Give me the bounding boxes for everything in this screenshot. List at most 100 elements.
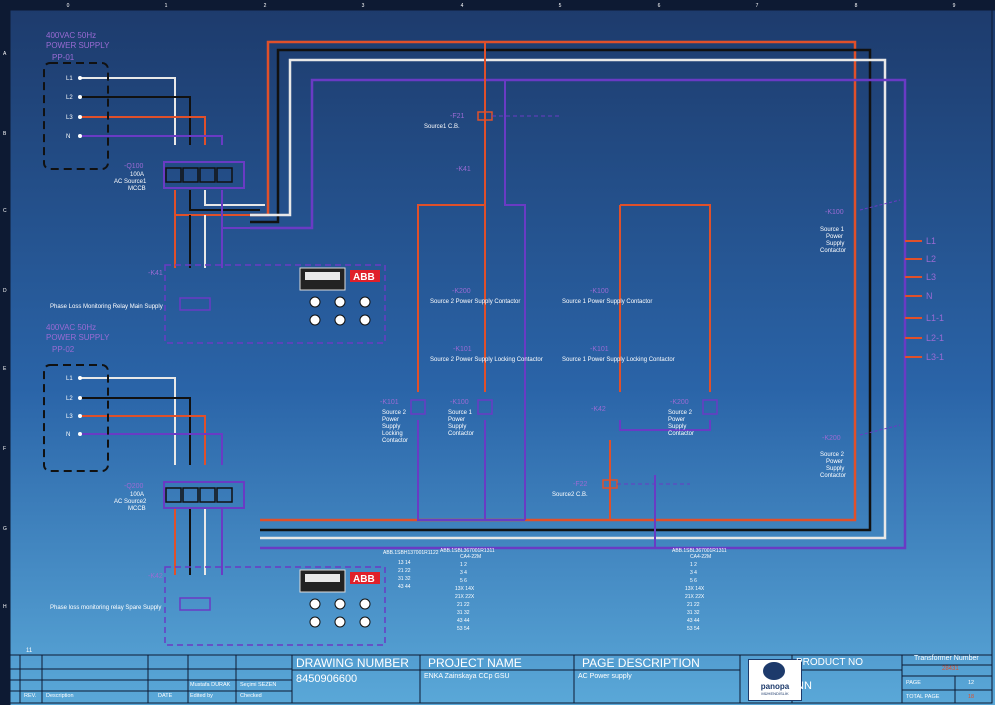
col-3: 3 <box>362 3 365 9</box>
svg-text:21X 22X: 21X 22X <box>455 594 475 600</box>
ct1-head: ABB.1SBH137001R1122 <box>383 550 439 556</box>
f22-desc: Source2 C.B. <box>552 492 588 498</box>
svg-text:3 4: 3 4 <box>460 570 467 576</box>
svg-text:Supply: Supply <box>826 241 844 247</box>
svg-text:Source 2: Source 2 <box>820 452 845 458</box>
supply1-n: N <box>66 134 70 140</box>
description-label: Description <box>46 693 74 699</box>
out-n: N <box>926 291 933 301</box>
svg-text:5 6: 5 6 <box>690 578 697 584</box>
page-label: PAGE <box>906 680 921 686</box>
edited-by-label: Edited by <box>190 693 213 699</box>
ct3-head: ABB.1SBL367001R1311 <box>672 548 727 554</box>
svg-text:1 2: 1 2 <box>690 562 697 568</box>
page-description: AC Power supply <box>578 673 632 680</box>
transformer-number-label: Transformer Number <box>914 655 979 662</box>
svg-text:Supply: Supply <box>382 424 400 430</box>
svg-text:Power: Power <box>382 417 399 423</box>
k41-desc: Phase Loss Monitoring Relay Main Supply <box>50 304 163 310</box>
col-2: 2 <box>264 3 267 9</box>
supply1-title: 400VAC 50Hz <box>46 31 96 40</box>
svg-text:31 32: 31 32 <box>687 610 700 616</box>
supply2-l2: L2 <box>66 396 73 402</box>
contact-table-1: ABB.1SBH137001R1122 13 14 21 22 31 32 43… <box>383 550 439 590</box>
out-l3-1: L3-1 <box>926 352 944 362</box>
supply2-l3: L3 <box>66 414 73 420</box>
q100-desc2: MCCB <box>128 186 146 192</box>
svg-text:Source 1: Source 1 <box>448 410 473 416</box>
k100a-tag: -K100 <box>590 288 609 295</box>
supply2-wires <box>80 377 223 575</box>
svg-text:Contactor: Contactor <box>448 431 474 437</box>
logo-subtext: MÜHENDİSLİK <box>761 691 789 696</box>
out-l2: L2 <box>926 254 936 264</box>
total-page-value: 18 <box>968 694 975 700</box>
col-0: 0 <box>67 3 70 9</box>
contactor-k100: -K100 Source 1 Power Supply Contactor <box>820 199 901 254</box>
svg-text:21X 22X: 21X 22X <box>685 594 705 600</box>
row-f: F <box>3 446 6 452</box>
transformer-number: 28431 <box>942 666 959 672</box>
coil-k101-tag: -K101 <box>380 399 399 406</box>
fuse-f21: -F21 Source1 C.B. <box>424 111 560 130</box>
svg-text:43 44: 43 44 <box>687 618 700 624</box>
svg-text:43 44: 43 44 <box>457 618 470 624</box>
contact-table-2: ABB.1SBL367001R1311 CA4-22M 1 2 3 4 5 6 … <box>440 548 495 632</box>
contact-table-3: ABB.1SBL367001R1311 CA4-22M 1 2 3 4 5 6 … <box>672 548 727 632</box>
row-ruler: A B C D E F G H <box>3 51 7 610</box>
svg-text:Locking: Locking <box>382 431 403 437</box>
col-4: 4 <box>461 3 464 9</box>
f21-tag: -F21 <box>450 113 465 120</box>
k101a-tag: -K101 <box>453 346 472 353</box>
out-l1: L1 <box>926 236 936 246</box>
svg-text:Supply: Supply <box>668 424 686 430</box>
k100a-desc: Source 1 Power Supply Contactor <box>562 299 652 305</box>
k41-contact: -K41 <box>456 166 471 173</box>
coil-k100: -K100 Source 1 Power Supply Contactor <box>448 399 493 437</box>
row-a: A <box>3 51 7 57</box>
q200-rating: 100A <box>130 492 144 498</box>
out-l3: L3 <box>926 272 936 282</box>
project-name: ENKA Zainskaya CCp GSU <box>424 673 510 680</box>
svg-text:13 14: 13 14 <box>398 560 411 566</box>
output-terminals: L1 L2 L3 N L1-1 L2-1 L3-1 <box>905 236 944 362</box>
product-no: NN <box>796 680 812 692</box>
svg-text:CA4-22M: CA4-22M <box>690 554 711 560</box>
supply1-l1: L1 <box>66 76 73 82</box>
supply2-l1: L1 <box>66 376 73 382</box>
rev-label: REV. <box>24 693 37 699</box>
svg-text:31 32: 31 32 <box>398 576 411 582</box>
supply2-title: 400VAC 50Hz <box>46 323 96 332</box>
k101b-desc: Source 1 Power Supply Locking Contactor <box>562 357 675 363</box>
svg-text:Supply: Supply <box>448 424 466 430</box>
svg-text:3 4: 3 4 <box>690 570 697 576</box>
svg-text:21 22: 21 22 <box>398 568 411 574</box>
q100-tag: -Q100 <box>124 163 144 170</box>
ct2-head: ABB.1SBL367001R1311 <box>440 548 495 554</box>
column-ruler: 0 1 2 3 4 5 6 7 8 9 <box>67 3 956 9</box>
svg-text:21 22: 21 22 <box>457 602 470 608</box>
col-5: 5 <box>559 3 562 9</box>
k101b-tag: -K101 <box>590 346 609 353</box>
supply1-l3: L3 <box>66 115 73 121</box>
power-supply-2: 400VAC 50Hz POWER SUPPLY PP-02 L1 L2 L3 … <box>43 323 110 472</box>
svg-text:Source 2: Source 2 <box>382 410 407 416</box>
drawing-number-label: DRAWING NUMBER <box>296 656 409 670</box>
svg-text:Power: Power <box>448 417 465 423</box>
q100-desc1: AC Source1 <box>114 179 147 185</box>
page-description-label: PAGE DESCRIPTION <box>582 656 700 670</box>
svg-text:13X 14X: 13X 14X <box>455 586 475 592</box>
breaker-q200: -Q200 100A AC Source2 MCCB <box>114 481 245 512</box>
k101a-desc: Source 2 Power Supply Locking Contactor <box>430 357 543 363</box>
col-7: 7 <box>756 3 759 9</box>
supply1-id: PP-01 <box>52 53 75 62</box>
k42-contact: -K42 <box>591 406 606 413</box>
row-c: C <box>3 208 7 214</box>
svg-text:Power: Power <box>826 459 843 465</box>
svg-text:Source 2: Source 2 <box>668 410 693 416</box>
supply2-subtitle: POWER SUPPLY <box>46 333 110 342</box>
coil-k101: -K101 Source 2 Power Supply Locking Cont… <box>380 399 426 444</box>
supply1-l2: L2 <box>66 95 73 101</box>
svg-text:Power: Power <box>826 234 843 240</box>
